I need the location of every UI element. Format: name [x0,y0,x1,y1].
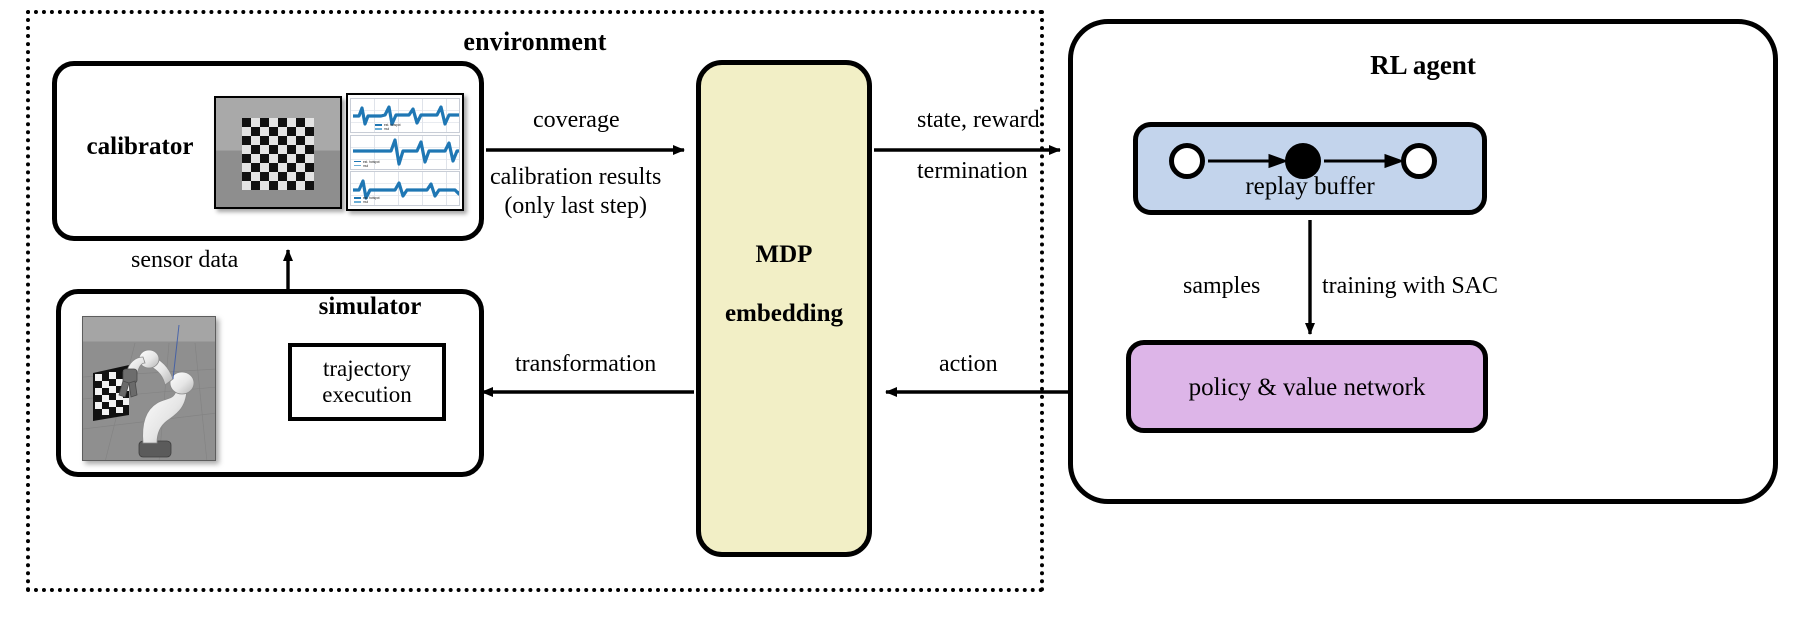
policy-value-network-label: policy & value network [1188,374,1426,401]
trajectory-line-1: trajectory [322,356,412,382]
environment-title: environment [463,27,607,56]
environment-boundary [26,10,1044,592]
replay-buffer-block[interactable] [1133,122,1487,215]
checkerboard-camera-view-icon [214,96,342,209]
mdp-line-1: MDP [755,241,813,268]
edge-label-termination: termination [917,158,1028,184]
calibration-results-line-1: calibration results [490,164,662,190]
mdp-line-2: embedding [724,299,844,327]
calibration-results-line-2: (only last step) [504,193,647,220]
rl-agent-title: RL agent [1370,50,1476,80]
trajectory-execution-label: trajectory execution [322,356,411,408]
simulator-label: simulator [318,293,422,320]
trajectory-execution-block[interactable]: trajectory execution [288,343,446,421]
trajectory-line-2: execution [322,382,412,407]
checkerboard-grid [242,118,314,190]
mdp-embedding-block[interactable] [696,60,872,557]
edge-label-state-reward: state, reward [917,107,1040,133]
edge-label-action: action [939,351,998,377]
edge-label-calibration-results: calibration results (only last step) [490,163,661,222]
robot-arm-simulation-view-icon [82,316,216,461]
edge-label-transformation: transformation [515,351,657,377]
replay-buffer-label: replay buffer [1245,173,1375,200]
edge-label-training-with-sac: training with SAC [1322,273,1499,299]
calibrator-label: calibrator [86,133,194,160]
mdp-embedding-label: MDP embedding [696,226,872,344]
replay-node-white-left [1169,143,1205,179]
edge-label-sensor-data: sensor data [131,247,239,273]
policy-value-network-block[interactable] [1126,340,1488,433]
edge-label-coverage: coverage [533,107,620,133]
edge-label-samples: samples [1183,273,1261,299]
